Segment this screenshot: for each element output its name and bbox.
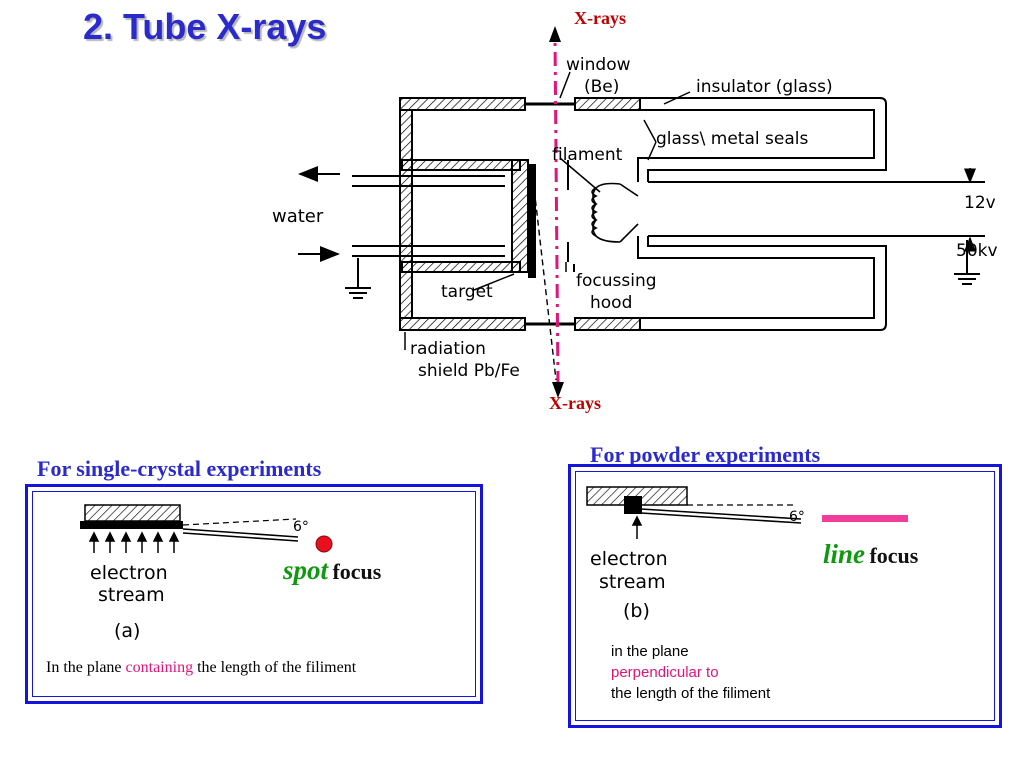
panel-tag-a: (a) bbox=[114, 620, 140, 642]
leader-lines bbox=[404, 71, 691, 350]
ground-symbol-left bbox=[345, 258, 371, 299]
line-focus-word: line bbox=[823, 539, 866, 569]
label-12v: 12v bbox=[964, 193, 996, 213]
filament-bar bbox=[80, 521, 183, 529]
spot-focus-caption: spot focus bbox=[283, 555, 381, 586]
stream-label-a1: electron bbox=[90, 562, 168, 584]
filament-square bbox=[624, 496, 642, 514]
label-window: window bbox=[566, 55, 631, 75]
housing-left-wall bbox=[399, 109, 413, 319]
note-a-highlight: containing bbox=[125, 659, 194, 676]
note-a-pre: In the plane bbox=[46, 659, 126, 676]
glass-insulator bbox=[637, 97, 985, 331]
line-focus-bar bbox=[822, 515, 908, 522]
label-hood: hood bbox=[590, 293, 632, 313]
stream-label-a2: stream bbox=[98, 584, 165, 606]
xray-arrow-down bbox=[552, 382, 564, 398]
powder-heading: For powder experiments bbox=[590, 442, 821, 467]
takeoff-dashed bbox=[182, 518, 297, 526]
housing-top-wall bbox=[399, 97, 641, 111]
xray-label-top: X-rays bbox=[574, 8, 626, 28]
slide-title: 2. Tube X-rays bbox=[83, 6, 327, 47]
spot-focus-word: spot bbox=[283, 555, 329, 585]
takeoff-beam-b2 bbox=[640, 512, 802, 524]
xray-beam-dashed bbox=[531, 169, 557, 381]
electron-arrows bbox=[88, 531, 180, 553]
powder-figure: 6° electron stream (b) bbox=[586, 486, 908, 622]
single-crystal-note: In the plane containing the length of th… bbox=[46, 659, 356, 677]
electron-arrow-b bbox=[631, 515, 643, 539]
label-seals: glass\ metal seals bbox=[656, 129, 808, 149]
label-target: target bbox=[441, 282, 493, 302]
single-crystal-panel: 6° electron stream (a) spot focus In the… bbox=[25, 484, 483, 704]
note-b-line1: in the plane bbox=[611, 643, 689, 660]
xray-arrow-up bbox=[549, 26, 561, 42]
note-a-post: the length of the filiment bbox=[193, 659, 357, 676]
powder-panel: 6° electron stream (b) line focus in the… bbox=[568, 464, 1002, 728]
note-b-line3: the length of the filiment bbox=[611, 685, 771, 702]
label-water: water bbox=[272, 206, 324, 227]
line-focus-caption: line focus bbox=[823, 539, 918, 570]
angle-label-a: 6° bbox=[293, 519, 309, 535]
label-filament: filament bbox=[552, 145, 623, 165]
line-focus-suffix: focus bbox=[869, 543, 919, 568]
spot-focus-dot bbox=[315, 535, 333, 553]
single-crystal-heading: For single-crystal experiments bbox=[37, 456, 322, 481]
xray-tube-diagram: window (Be) insulator (glass) glass\ met… bbox=[272, 26, 998, 398]
target-block bbox=[401, 159, 536, 278]
angle-label-b: 6° bbox=[789, 509, 805, 525]
label-insulator: insulator (glass) bbox=[696, 77, 833, 97]
filament bbox=[591, 182, 639, 243]
takeoff-beam-b1 bbox=[640, 508, 802, 520]
focussing-hood bbox=[567, 160, 575, 272]
housing-bottom-wall bbox=[399, 317, 641, 331]
note-b-line2: perpendicular to bbox=[611, 664, 719, 681]
spot-focus-suffix: focus bbox=[332, 559, 382, 584]
xray-label-bottom: X-rays bbox=[549, 393, 601, 413]
label-shield: shield Pb/Fe bbox=[418, 361, 520, 381]
powder-note: in the plane perpendicular to the length… bbox=[611, 641, 770, 704]
label-window-material: (Be) bbox=[584, 77, 619, 97]
xray-beam bbox=[553, 37, 560, 386]
stream-label-b1: electron bbox=[590, 548, 668, 570]
label-focussing: focussing bbox=[576, 271, 657, 291]
single-crystal-figure: 6° electron stream (a) bbox=[80, 504, 333, 642]
target-plate bbox=[84, 504, 181, 522]
stream-label-b2: stream bbox=[599, 571, 666, 593]
label-50kv: 50kv bbox=[956, 241, 998, 261]
takeoff-beam-1 bbox=[182, 528, 299, 538]
water-pipes bbox=[298, 166, 505, 262]
label-radiation: radiation bbox=[410, 339, 486, 359]
takeoff-beam-2 bbox=[182, 532, 299, 542]
panel-tag-b: (b) bbox=[623, 600, 650, 622]
